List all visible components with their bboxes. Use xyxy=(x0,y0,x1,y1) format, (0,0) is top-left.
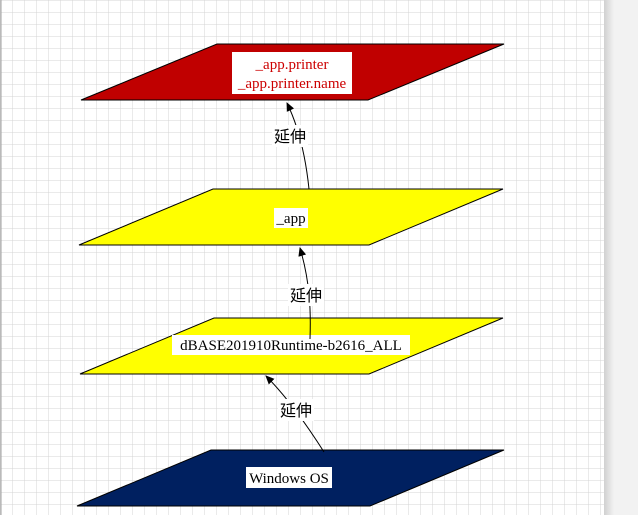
layer-app-label: _app xyxy=(275,211,305,227)
canvas-edge-shadow xyxy=(604,0,614,515)
layer-os-label: Windows OS xyxy=(249,471,329,487)
layer-printer-label-line-1: _app.printer xyxy=(255,57,329,73)
edge-app-to-printer-label: 延伸 xyxy=(274,127,306,146)
layer-os[interactable]: Windows OS xyxy=(76,449,505,507)
edge-runtime-to-app-label: 延伸 xyxy=(290,286,322,305)
edge-app-to-printer[interactable]: 延伸 xyxy=(272,102,310,190)
layer-printer-label-line-2: _app.printer.name xyxy=(237,76,347,92)
layer-printer-label-box xyxy=(232,52,352,94)
layer-runtime[interactable]: dBASE201910Runtime-b2616_ALL xyxy=(79,317,504,375)
edge-runtime-to-app-label-bg xyxy=(288,284,324,306)
layer-printer[interactable]: _app.printer _app.printer.name xyxy=(80,43,505,101)
layer-app-label-box xyxy=(274,208,308,228)
edge-app-to-printer-label-bg xyxy=(272,125,308,147)
layer-runtime-label-box xyxy=(172,335,410,355)
layer-os-label-box xyxy=(246,467,332,488)
layer-runtime-label: dBASE201910Runtime-b2616_ALL xyxy=(180,338,402,354)
layer-app[interactable]: _app xyxy=(78,188,504,246)
edge-os-to-runtime-label: 延伸 xyxy=(280,401,312,420)
edge-os-to-runtime-label-bg xyxy=(278,399,314,421)
edge-os-to-runtime[interactable]: 延伸 xyxy=(265,375,325,453)
edge-runtime-to-app[interactable]: 延伸 xyxy=(288,247,324,340)
